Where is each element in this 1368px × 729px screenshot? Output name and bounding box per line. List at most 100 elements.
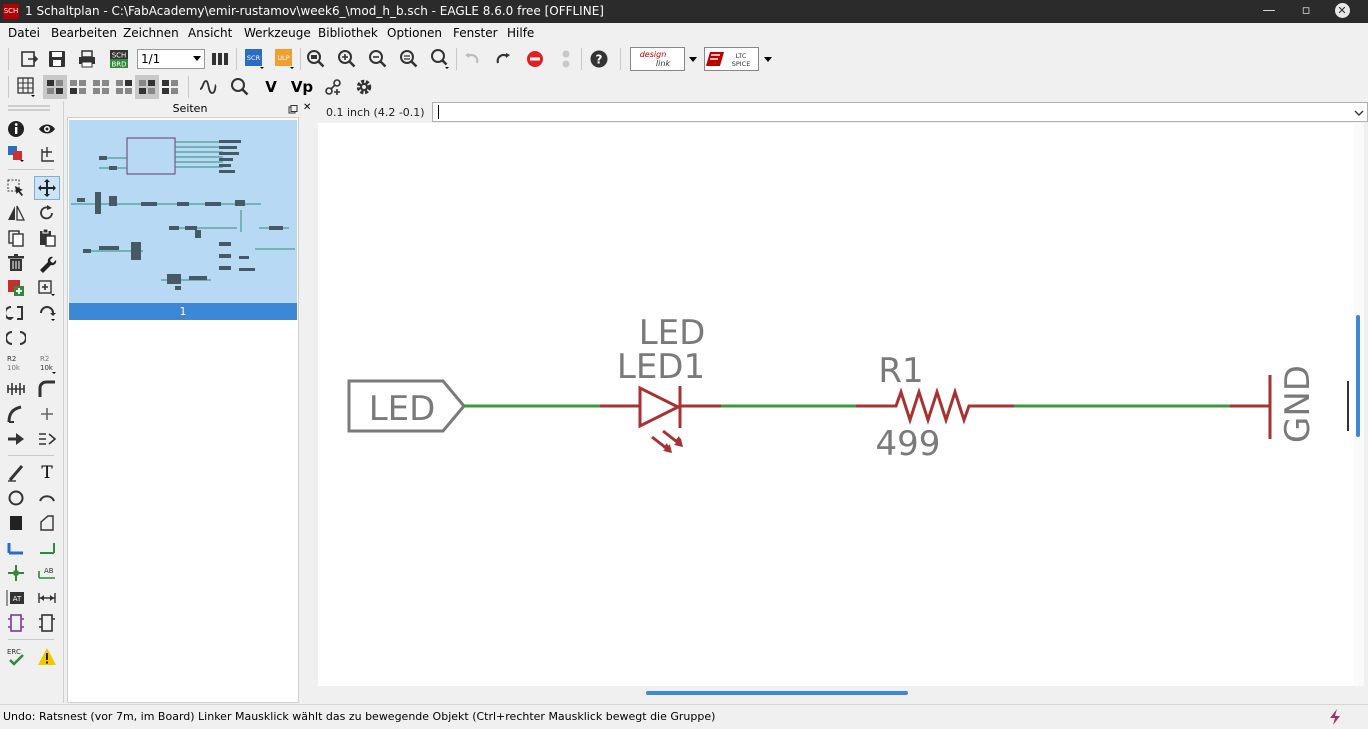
zoom-in-icon[interactable] — [335, 47, 359, 71]
menu-zeichnen[interactable]: Zeichnen — [123, 26, 179, 40]
layout-2-icon[interactable] — [66, 75, 90, 99]
add-part-icon[interactable] — [3, 276, 29, 300]
display-layers-icon[interactable] — [3, 142, 29, 166]
info-icon[interactable] — [3, 117, 29, 141]
menu-datei[interactable]: Datei — [8, 26, 41, 40]
led-symbol[interactable] — [600, 385, 721, 454]
text-tool[interactable]: T — [41, 463, 53, 483]
menu-werkzeuge[interactable]: Werkzeuge — [244, 26, 311, 40]
maximize-button[interactable]: ▫ — [1301, 3, 1311, 18]
chevron-down-icon[interactable] — [689, 57, 697, 62]
arc-icon[interactable] — [34, 486, 60, 510]
menu-hilfe[interactable]: Hilfe — [507, 26, 535, 40]
layout-4-icon[interactable] — [112, 75, 136, 99]
menu-bearbeiten[interactable]: Bearbeiten — [51, 26, 117, 40]
polygon-icon[interactable] — [34, 511, 60, 535]
line-icon[interactable] — [3, 461, 29, 485]
gnd-symbol[interactable] — [1230, 375, 1272, 439]
wrench-icon[interactable] — [34, 251, 60, 275]
stop-icon[interactable] — [523, 47, 547, 71]
redo-icon[interactable] — [491, 47, 515, 71]
bus-icon[interactable] — [3, 536, 29, 560]
layout-6-icon[interactable] — [158, 75, 182, 99]
undo-icon[interactable] — [460, 47, 484, 71]
search-icon[interactable] — [228, 75, 252, 99]
mark-icon[interactable] — [34, 142, 60, 166]
zoom-out-icon[interactable] — [366, 47, 390, 71]
pinswap-icon[interactable] — [3, 301, 29, 325]
menu-fenster[interactable]: Fenster — [453, 26, 498, 40]
module-icon[interactable] — [34, 611, 60, 635]
help-icon[interactable]: ? — [587, 47, 611, 71]
net-icon[interactable] — [34, 536, 60, 560]
command-input[interactable] — [432, 102, 1368, 122]
paste-icon[interactable] — [34, 226, 60, 250]
replace-icon[interactable] — [34, 276, 60, 300]
ulp-icon[interactable]: ULP — [273, 47, 297, 71]
sheets-icon[interactable] — [208, 47, 232, 71]
copy-icon[interactable] — [3, 226, 29, 250]
sheet-selector[interactable]: 1/1 — [137, 49, 205, 69]
menu-optionen[interactable]: Optionen — [387, 26, 443, 40]
menu-ansicht[interactable]: Ansicht — [188, 26, 233, 40]
page-thumbnail[interactable] — [69, 120, 297, 303]
mirror-icon[interactable] — [3, 201, 29, 225]
chevron-down-icon[interactable] — [764, 57, 772, 62]
print-icon[interactable] — [75, 47, 99, 71]
wire-style-icon[interactable] — [196, 75, 220, 99]
erc-tool[interactable]: ERC — [3, 645, 29, 669]
vertical-scroll-thumb[interactable] — [1356, 315, 1360, 437]
warning-icon[interactable] — [34, 645, 60, 669]
close-panel-icon[interactable]: ✕ — [303, 102, 312, 113]
minimize-button[interactable]: — — [1262, 3, 1276, 18]
move-icon[interactable] — [34, 176, 60, 200]
zoom-select-icon[interactable] — [429, 47, 453, 71]
command-history-dropdown[interactable] — [1354, 107, 1364, 121]
lightning-icon[interactable] — [1326, 708, 1344, 726]
save-icon[interactable] — [45, 47, 69, 71]
circle-icon[interactable] — [3, 486, 29, 510]
attribute-tool[interactable]: AT — [3, 586, 29, 610]
bus-swap-icon[interactable] — [34, 427, 60, 451]
sch-brd-switch-icon[interactable]: SCH BRD — [107, 47, 131, 71]
layout-1-icon[interactable] — [43, 75, 67, 99]
layout-3-icon[interactable] — [89, 75, 113, 99]
miter-icon[interactable] — [34, 377, 60, 401]
route-icon[interactable] — [3, 427, 29, 451]
smash-icon[interactable] — [3, 377, 29, 401]
page-label[interactable]: 1 — [69, 303, 297, 320]
value-button[interactable]: V — [265, 78, 277, 96]
gateswap-icon[interactable] — [34, 301, 60, 325]
select-icon[interactable] — [3, 176, 29, 200]
undock-icon[interactable] — [288, 104, 298, 114]
go-icon[interactable] — [554, 47, 578, 71]
zoom-redraw-icon[interactable] — [397, 47, 421, 71]
gear-icon[interactable] — [352, 75, 376, 99]
schematic-canvas[interactable]: LED LED LED1 R1 499 GND — [318, 123, 1364, 686]
layout-5-icon[interactable] — [135, 75, 159, 99]
zoom-fit-icon[interactable] — [304, 47, 328, 71]
grid-icon[interactable] — [15, 75, 39, 99]
change-icon[interactable] — [3, 326, 29, 350]
delete-icon[interactable] — [3, 251, 29, 275]
script-icon[interactable]: SCR — [243, 47, 267, 71]
show-eye-icon[interactable] — [34, 117, 60, 141]
frame-icon[interactable] — [3, 611, 29, 635]
split-icon[interactable] — [3, 402, 29, 426]
close-button[interactable]: ✕ — [1325, 0, 1359, 23]
vertical-scrollbar[interactable] — [1354, 123, 1364, 686]
horizontal-scroll-thumb[interactable] — [646, 691, 908, 695]
netclass-icon[interactable] — [321, 75, 345, 99]
horizontal-scrollbar[interactable] — [318, 686, 1364, 699]
junction-icon[interactable] — [3, 561, 29, 585]
dimension-icon[interactable] — [34, 586, 60, 610]
rect-icon[interactable] — [3, 511, 29, 535]
rotate-icon[interactable] — [34, 201, 60, 225]
value-sub-button[interactable]: Vp — [290, 78, 314, 96]
menu-bibliothek[interactable]: Bibliothek — [318, 26, 378, 40]
resistor-symbol[interactable] — [856, 387, 1014, 425]
